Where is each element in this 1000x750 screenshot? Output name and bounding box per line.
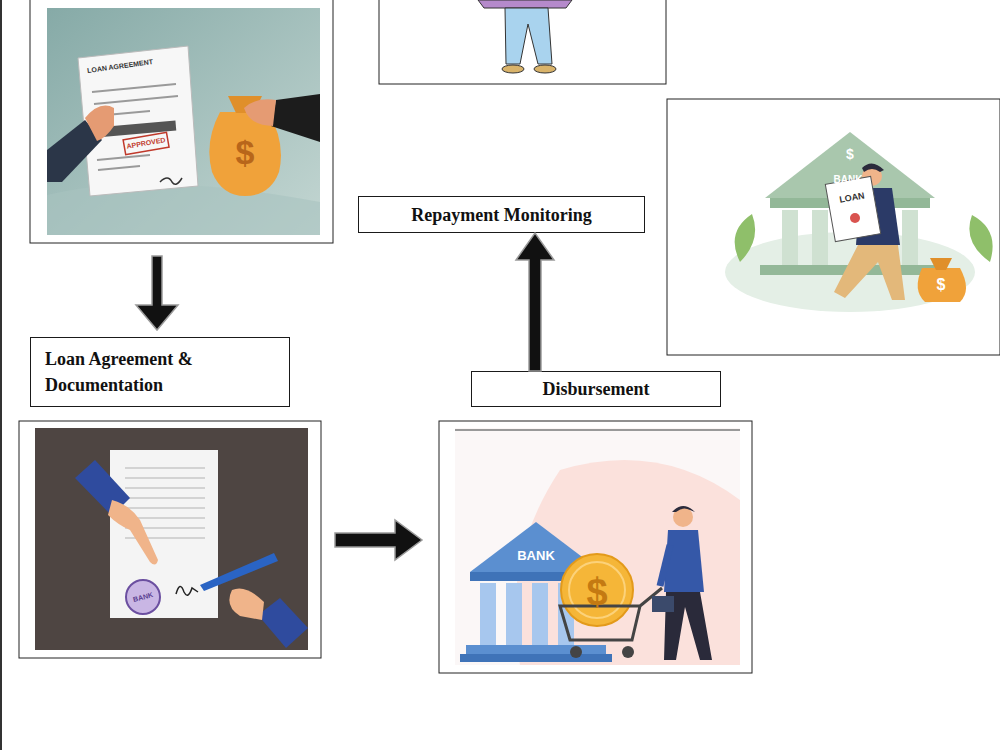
person-shirt bbox=[478, 0, 572, 8]
picture-background bbox=[35, 428, 308, 650]
money-bag bbox=[918, 268, 966, 302]
illustration-text: $ bbox=[586, 573, 607, 611]
briefcase bbox=[652, 596, 674, 612]
illustration-text: $ bbox=[236, 135, 255, 169]
picture-background bbox=[47, 8, 320, 235]
illustration-text: LOAN bbox=[839, 191, 866, 204]
contract-paper bbox=[110, 450, 218, 618]
bank-column bbox=[506, 583, 522, 645]
bank-stamp bbox=[126, 580, 160, 614]
man-hair bbox=[672, 506, 695, 512]
step-label: Repayment Monitoring bbox=[367, 202, 636, 228]
background-wave bbox=[47, 184, 320, 235]
ground-blob bbox=[725, 232, 975, 312]
step-label: Disbursement bbox=[480, 376, 712, 402]
signature bbox=[176, 586, 198, 595]
man-pants bbox=[834, 245, 905, 300]
picture-frame bbox=[667, 99, 1000, 355]
picture-frame bbox=[379, 0, 666, 84]
illustration-text: BANK bbox=[834, 175, 863, 185]
right-sleeve bbox=[258, 598, 308, 648]
picture-background bbox=[455, 428, 740, 665]
illustration-text: LOAN AGREEMENT bbox=[87, 58, 154, 74]
illustration-text: BANK bbox=[517, 549, 555, 562]
signing-picture bbox=[19, 421, 321, 658]
bank-column bbox=[480, 583, 496, 645]
approved-stamp bbox=[123, 132, 169, 154]
pen bbox=[200, 553, 278, 591]
picture-frame bbox=[19, 421, 321, 658]
cart-wheel bbox=[622, 646, 634, 658]
illustration-text: $ bbox=[937, 277, 946, 293]
signature bbox=[160, 178, 182, 184]
picture-frame bbox=[30, 0, 333, 243]
person-pants bbox=[505, 8, 552, 64]
money-bag-neck bbox=[930, 258, 952, 270]
flow-arrow bbox=[516, 233, 554, 371]
process-box: Loan Agreement & Documentation bbox=[30, 337, 290, 407]
process-box: Disbursement bbox=[471, 371, 721, 407]
page-edge-line bbox=[0, 0, 2, 750]
flow-arrow bbox=[335, 520, 422, 560]
bank-column bbox=[812, 210, 828, 265]
gold-coin bbox=[561, 554, 633, 626]
loan-agreement-picture bbox=[30, 0, 333, 243]
right-hand bbox=[244, 99, 276, 126]
bank-base bbox=[460, 654, 612, 662]
illustration-text: $ bbox=[846, 147, 854, 161]
person-picture bbox=[379, 0, 666, 84]
loan-document bbox=[825, 176, 880, 241]
man-jacket bbox=[664, 530, 704, 592]
step-label: Loan Agreement & Documentation bbox=[45, 346, 275, 398]
bank-base bbox=[466, 645, 606, 654]
pointing-hand bbox=[108, 500, 158, 565]
person-shoe bbox=[534, 65, 556, 73]
disbursement-picture bbox=[439, 421, 752, 673]
agreement-paper bbox=[78, 46, 198, 196]
left-hand bbox=[85, 106, 114, 141]
bank-column bbox=[532, 583, 548, 645]
cart-wheel bbox=[570, 646, 582, 658]
coin-ring bbox=[569, 562, 625, 618]
person-shoe bbox=[502, 65, 524, 73]
illustration-text: BANK bbox=[132, 591, 153, 603]
flow-arrow bbox=[136, 256, 178, 330]
bank-loan-picture bbox=[667, 99, 1000, 355]
illustration-text: APPROVED bbox=[126, 136, 166, 150]
picture-top-line bbox=[455, 429, 740, 431]
right-sleeve bbox=[271, 94, 320, 142]
man-arm bbox=[660, 545, 670, 586]
man-hair bbox=[862, 163, 884, 172]
document-seal bbox=[850, 213, 860, 223]
process-box: Repayment Monitoring bbox=[358, 196, 645, 233]
bank-column bbox=[902, 210, 918, 265]
writing-hand bbox=[229, 589, 264, 621]
picture-frame bbox=[439, 421, 752, 673]
bank-column bbox=[782, 210, 798, 265]
shopping-cart bbox=[560, 588, 662, 640]
